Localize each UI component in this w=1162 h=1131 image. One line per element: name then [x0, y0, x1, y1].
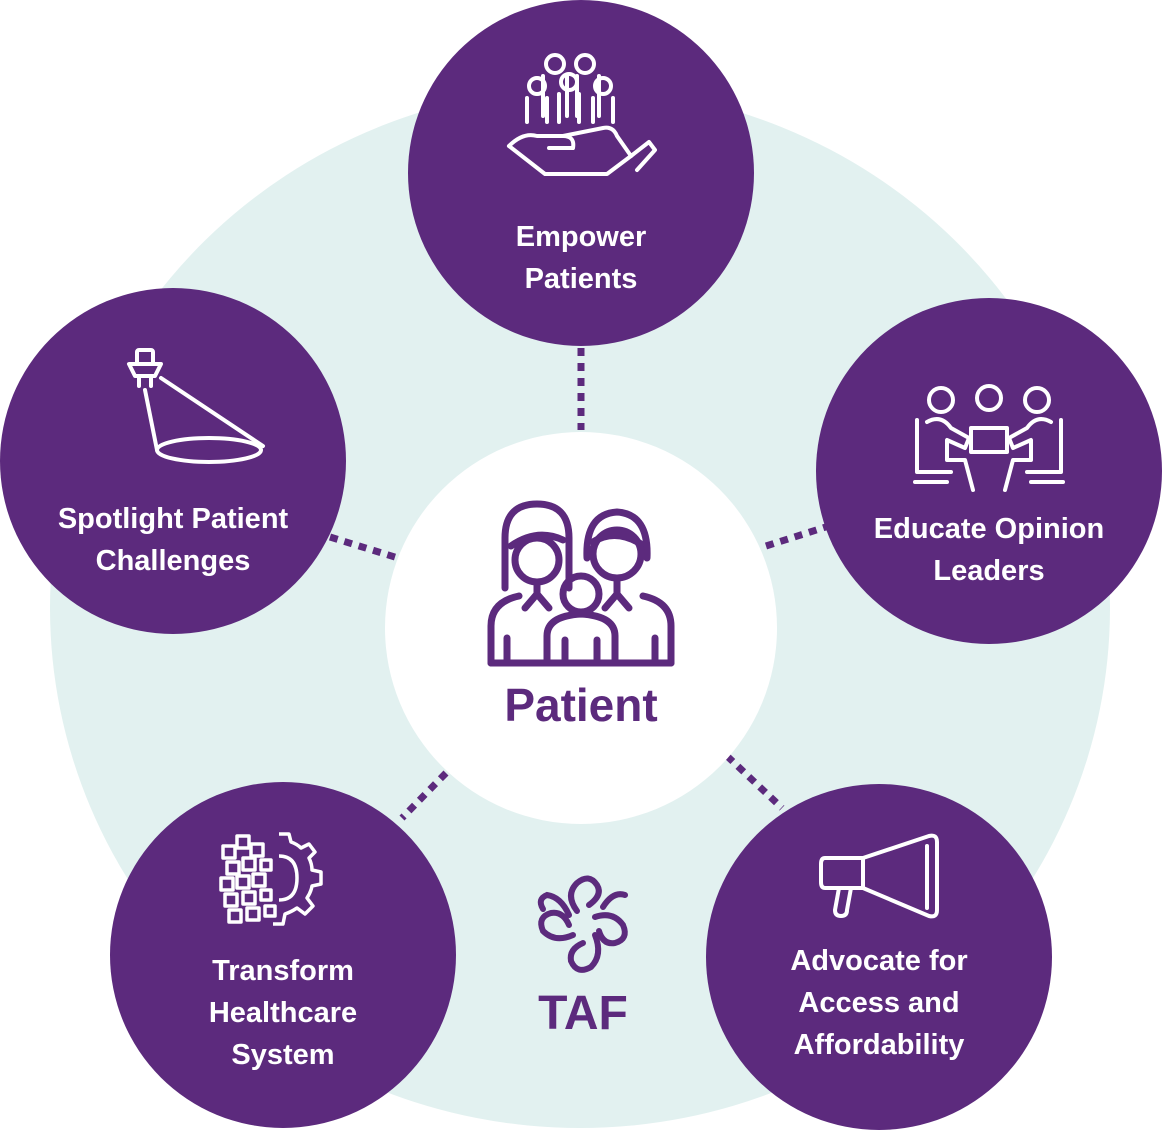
family-icon: [487, 500, 675, 667]
center-label: Patient: [504, 679, 658, 731]
node-advocate-access-affordability: Advocate for Access and Affordability: [706, 784, 1052, 1130]
label-line: Patients: [524, 263, 638, 295]
label-line: Empower: [515, 221, 647, 253]
label-line: Educate Opinion: [873, 513, 1105, 545]
node-label: Spotlight Patient Challenges: [0, 498, 346, 582]
node-label: Advocate for Access and Affordability: [706, 940, 1052, 1066]
hand-holding-people-icon: [507, 53, 657, 176]
label-line: Leaders: [933, 555, 1045, 587]
node-spotlight-patient-challenges: Spotlight Patient Challenges: [0, 288, 346, 634]
label-line: Challenges: [95, 545, 251, 577]
center-circle: Patient: [385, 432, 777, 824]
connector-advocate: [724, 753, 785, 811]
connector-transform: [399, 770, 449, 821]
taf-knot-logo-icon: [537, 875, 628, 973]
megaphone-icon: [819, 833, 939, 919]
spotlight-icon: [127, 348, 265, 464]
label-line: System: [231, 1039, 335, 1071]
connector-spotlight: [328, 533, 400, 562]
node-educate-opinion-leaders: Educate Opinion Leaders: [816, 298, 1162, 644]
node-empower-patients: Empower Patients: [408, 0, 754, 346]
label-line: Healthcare: [208, 997, 358, 1029]
label-line: Advocate for: [790, 945, 968, 977]
label-line: Affordability: [793, 1029, 965, 1061]
taf-logo-text: TAF: [538, 987, 628, 1040]
connector-educate: [764, 521, 834, 550]
label-line: Transform: [212, 955, 354, 987]
node-label: Educate Opinion Leaders: [816, 508, 1162, 592]
meeting-people-icon: [913, 384, 1065, 492]
node-label: Empower Patients: [408, 216, 754, 300]
digital-gear-icon: [219, 832, 323, 926]
label-line: Access and: [798, 987, 960, 1019]
node-label: Transform Healthcare System: [110, 950, 456, 1076]
node-transform-healthcare-system: Transform Healthcare System: [110, 782, 456, 1128]
label-line: Spotlight Patient: [57, 503, 289, 535]
